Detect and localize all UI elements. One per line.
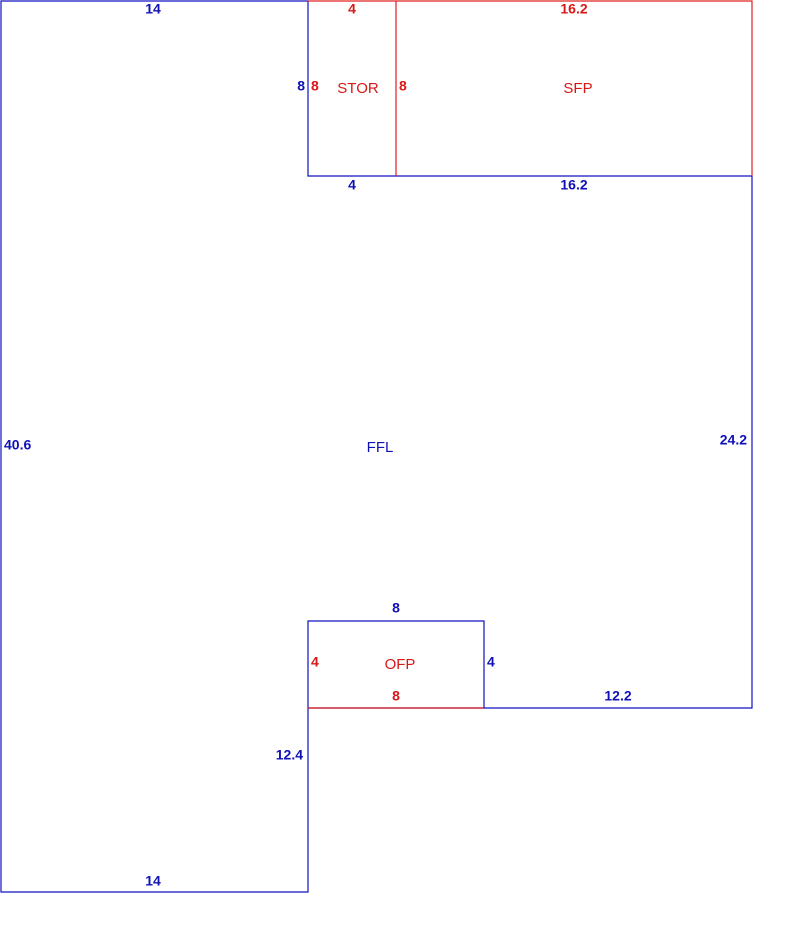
dim-ffl-bottom: 14 <box>145 873 161 889</box>
dim-stor-left-inner: 8 <box>311 78 319 94</box>
area-label-ofp: OFP <box>385 656 416 673</box>
dim-ofp-bottom: 8 <box>392 688 400 704</box>
dim-ffl-right: 24.2 <box>720 432 747 448</box>
dim-stor-left-outer: 8 <box>297 78 305 94</box>
area-label-sfp: SFP <box>563 80 592 97</box>
ffl-outline <box>0 0 485 893</box>
dim-ffl-notch-left: 12.4 <box>276 747 303 763</box>
ffl-outline-right <box>307 1 753 709</box>
dim-ffl-left: 40.6 <box>4 437 31 453</box>
dim-stor-bottom: 4 <box>348 177 356 193</box>
dim-stor-top: 4 <box>348 1 356 17</box>
sfp-outline <box>396 0 753 176</box>
dim-ofp-right: 4 <box>487 654 495 670</box>
dim-ofp-top: 8 <box>392 600 400 616</box>
dim-sfp-top: 16.2 <box>560 1 587 17</box>
area-label-ffl: FFL <box>367 439 394 456</box>
dim-ffl-top: 14 <box>145 1 161 17</box>
dim-ofp-left: 4 <box>311 654 319 670</box>
area-label-stor: STOR <box>337 80 379 97</box>
dim-stor-right: 8 <box>399 78 407 94</box>
dim-ffl-notch-bottom: 12.2 <box>604 688 631 704</box>
dim-sfp-bottom: 16.2 <box>560 177 587 193</box>
